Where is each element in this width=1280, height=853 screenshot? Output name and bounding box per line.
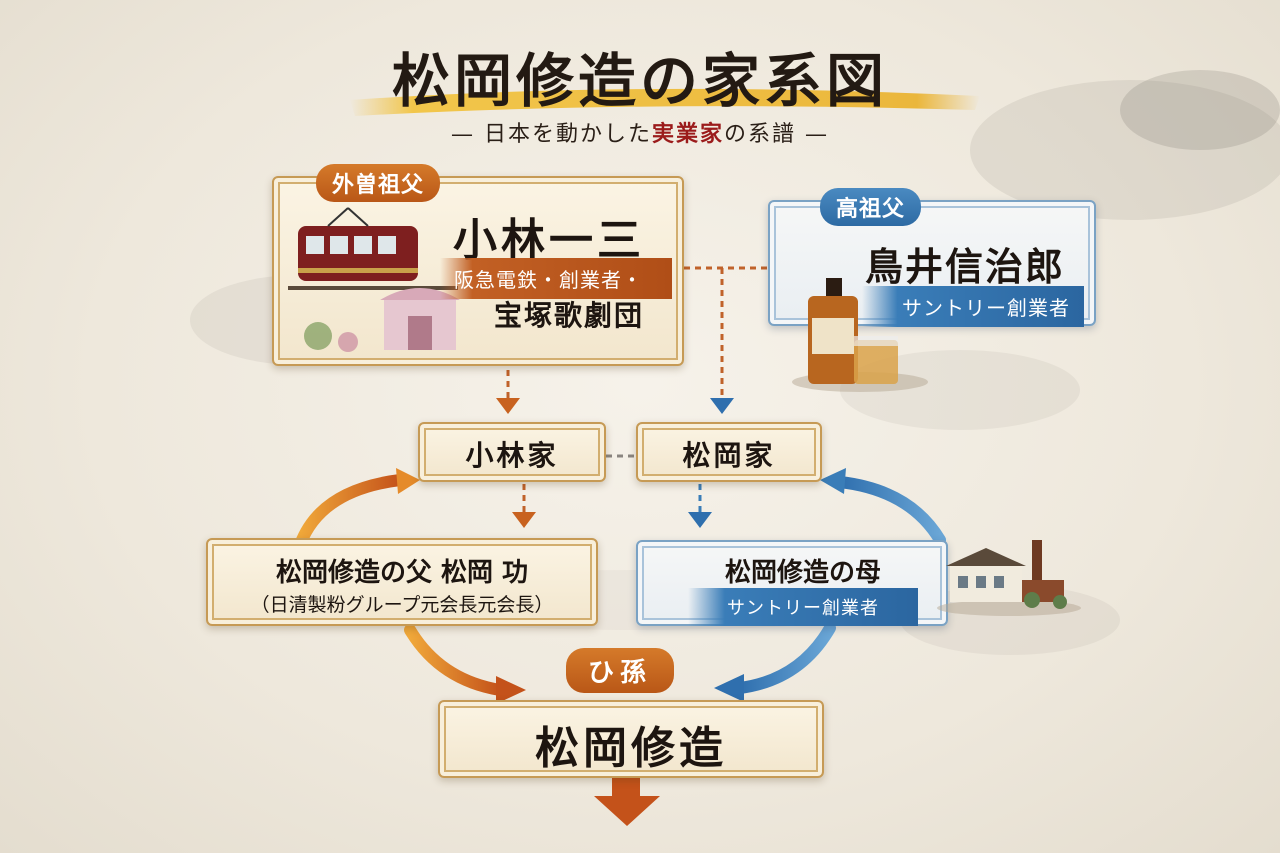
tag-great-grandfather-maternal: 外曽祖父 [316, 164, 441, 202]
matsuoka-shuzo-card: 松岡修造 [438, 700, 824, 778]
kobayashi-ichizo-role-1: 阪急電鉄・創業者・ [440, 258, 672, 299]
father-title: （日清製粉グループ元会長元会長） [250, 594, 554, 616]
matsuoka-family-node: 松岡家 [636, 422, 822, 482]
relation-badge: ひ孫 [566, 648, 675, 693]
father-name: 松岡修造の父 松岡 功 [275, 558, 529, 588]
mother-role: サントリー創業者 [688, 588, 918, 626]
whisky-illustration [792, 278, 928, 392]
page-title: 松岡修造の家系図 [391, 47, 888, 115]
father-card: 松岡修造の父 松岡 功 （日清製粉グループ元会長元会長） [206, 538, 598, 626]
page-subtitle: — 日本を動かした実業家の系譜 — [0, 116, 1280, 148]
subtitle-accent: 実業家 [651, 121, 724, 147]
mother-label: 松岡修造の母 [724, 558, 881, 588]
subtitle-after: の系譜 — [724, 122, 829, 147]
tag-great-great-grandfather: 高祖父 [820, 188, 922, 226]
mother-card: 松岡修造の母 サントリー創業者 [636, 540, 948, 626]
factory-illustration [937, 540, 1081, 616]
kobayashi-ichizo-role-2: 宝塚歌劇団 [493, 299, 644, 332]
torii-shinjiro-name: 鳥井信治郎 [864, 244, 1065, 289]
kobayashi-ichizo-card: 外曽祖父 小林一三 阪急電鉄・創業者・ 宝塚歌劇団 [272, 164, 684, 366]
matsuoka-family-label: 松岡家 [682, 439, 776, 472]
matsuoka-shuzo-name: 松岡修造 [535, 723, 727, 774]
kobayashi-family-label: 小林家 [465, 439, 559, 472]
kobayashi-ichizo-name: 小林一三 [453, 215, 645, 266]
subtitle-before: — 日本を動かした [450, 122, 652, 147]
torii-shinjiro-role: サントリー創業者 [862, 286, 1084, 327]
kobayashi-family-node: 小林家 [418, 422, 606, 482]
torii-shinjiro-card: 高祖父 鳥井信治郎 サントリー創業者 [768, 188, 1096, 327]
